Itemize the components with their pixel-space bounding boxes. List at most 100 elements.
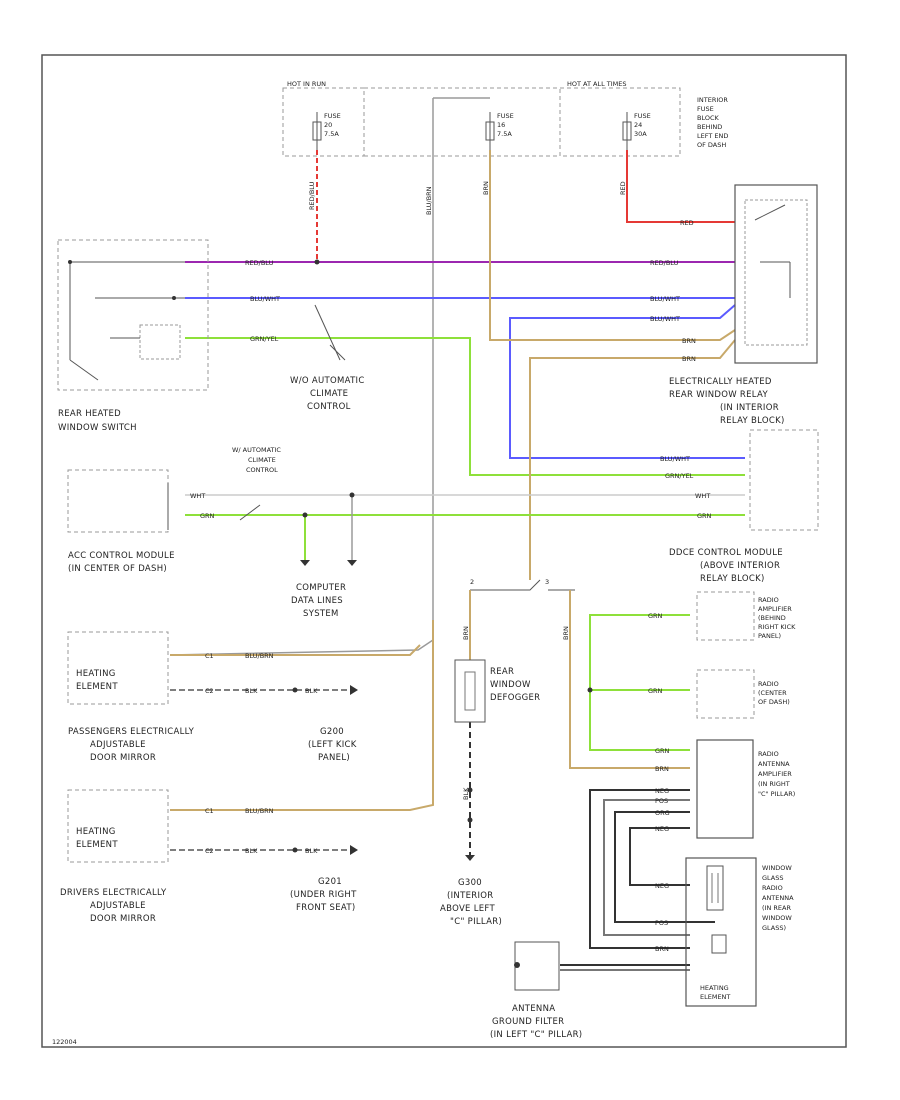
hot-all-times-label: HOT AT ALL TIMES bbox=[567, 80, 627, 88]
svg-text:CONTROL: CONTROL bbox=[246, 466, 278, 474]
footer-code: 122004 bbox=[52, 1038, 77, 1046]
rear-switch-label-1: REAR HEATED bbox=[58, 409, 121, 419]
svg-text:"C" PILLAR): "C" PILLAR) bbox=[758, 790, 795, 798]
heat-drv-label-2: ELEMENT bbox=[76, 840, 118, 850]
g300-ground: G300 (INTERIOR ABOVE LEFT "C" PILLAR) bbox=[440, 855, 502, 927]
antenna-ground-filter: ANTENNA GROUND FILTER (IN LEFT "C" PILLA… bbox=[490, 941, 582, 1040]
svg-text:OF DASH): OF DASH) bbox=[758, 698, 790, 706]
g200-ground: G200 (LEFT KICK PANEL) bbox=[308, 685, 358, 763]
svg-text:FUSE: FUSE bbox=[634, 112, 651, 120]
svg-text:FUSE: FUSE bbox=[324, 112, 341, 120]
wl-grn-4: GRN bbox=[655, 747, 670, 755]
svg-text:(CENTER: (CENTER bbox=[758, 689, 787, 697]
svg-text:LEFT END: LEFT END bbox=[697, 132, 728, 140]
relay-label: ELECTRICALLY HEATED REAR WINDOW RELAY (I… bbox=[669, 377, 784, 426]
diagram-border bbox=[41, 54, 847, 1048]
w-climate-label: W/ AUTOMATIC CLIMATE CONTROL bbox=[232, 446, 281, 474]
svg-text:"C" PILLAR): "C" PILLAR) bbox=[450, 917, 502, 927]
splice-dots bbox=[292, 259, 593, 853]
wl-blk-2: BLK bbox=[305, 687, 318, 695]
svg-text:(UNDER RIGHT: (UNDER RIGHT bbox=[290, 890, 357, 900]
wl-brn-ant-h: BRN bbox=[655, 765, 669, 773]
passenger-heating-element bbox=[67, 631, 169, 705]
conn-c2: C2 bbox=[205, 687, 214, 695]
wl-blk-4: BLK bbox=[305, 847, 318, 855]
svg-text:FUSE: FUSE bbox=[697, 105, 714, 113]
wl-grn-yel-2: GRN/YEL bbox=[665, 472, 694, 480]
svg-text:RADIO: RADIO bbox=[758, 680, 779, 688]
fuse-block-label: INTERIOR FUSE BLOCK BEHIND LEFT END OF D… bbox=[697, 96, 728, 149]
wl-brn-def: BRN bbox=[462, 626, 470, 640]
svg-text:CLIMATE: CLIMATE bbox=[248, 456, 276, 464]
radio-amplifier bbox=[696, 591, 755, 641]
hot-in-run-box bbox=[282, 87, 365, 157]
g201-ground: G201 (UNDER RIGHT FRONT SEAT) bbox=[290, 845, 358, 913]
svg-text:(IN INTERIOR: (IN INTERIOR bbox=[720, 403, 779, 413]
svg-text:WINDOW: WINDOW bbox=[762, 864, 792, 872]
wl-brn-1: BRN bbox=[682, 337, 696, 345]
wl-wht-acc: WHT bbox=[190, 492, 205, 500]
conn-c1b: C1 bbox=[205, 807, 214, 815]
wl-blu-brn-2: BLU/BRN bbox=[245, 807, 274, 815]
heated-window-relay bbox=[734, 184, 818, 364]
svg-text:(IN LEFT "C" PILLAR): (IN LEFT "C" PILLAR) bbox=[490, 1030, 582, 1040]
ddce-label-1: DDCE CONTROL MODULE bbox=[669, 548, 783, 558]
svg-text:G300: G300 bbox=[458, 878, 482, 888]
wl-org: ORG bbox=[655, 809, 670, 817]
acc-module-label-2: (IN CENTER OF DASH) bbox=[68, 564, 167, 574]
heating-element-label-2: ELEMENT bbox=[700, 993, 730, 1001]
wl-blu-wht-4: BLU/WHT bbox=[660, 455, 690, 463]
driver-heating-element bbox=[67, 789, 169, 863]
wl-brn-ant: BRN bbox=[562, 626, 570, 640]
wl-blu-wht: BLU/WHT bbox=[250, 295, 280, 303]
fuse-16: FUSE 16 7.5A bbox=[485, 112, 514, 150]
wire-neg-pos bbox=[589, 789, 690, 949]
svg-text:ANTENNA: ANTENNA bbox=[762, 894, 794, 902]
window-glass-antenna bbox=[685, 857, 757, 1007]
svg-text:AMPLIFIER: AMPLIFIER bbox=[758, 605, 792, 613]
wl-red-blu-v: RED/BLU bbox=[308, 181, 316, 210]
svg-text:G201: G201 bbox=[318, 877, 342, 887]
svg-text:PANEL): PANEL) bbox=[318, 753, 350, 763]
svg-text:COMPUTER: COMPUTER bbox=[296, 583, 346, 593]
svg-text:G200: G200 bbox=[320, 727, 344, 737]
svg-text:(IN RIGHT: (IN RIGHT bbox=[758, 780, 790, 788]
svg-text:16: 16 bbox=[497, 121, 505, 129]
wl-grn-3: GRN bbox=[648, 687, 663, 695]
svg-text:RADIO: RADIO bbox=[762, 884, 783, 892]
svg-text:OF DASH: OF DASH bbox=[697, 141, 726, 149]
wl-grn-2: GRN bbox=[648, 612, 663, 620]
svg-text:ADJUSTABLE: ADJUSTABLE bbox=[90, 901, 146, 911]
heat-pass-label-1: HEATING bbox=[76, 669, 116, 679]
svg-text:7.5A: 7.5A bbox=[324, 130, 339, 138]
svg-text:(IN REAR: (IN REAR bbox=[762, 904, 791, 912]
svg-text:DATA LINES: DATA LINES bbox=[291, 596, 343, 606]
svg-text:BEHIND: BEHIND bbox=[697, 123, 722, 131]
wl-red: RED bbox=[680, 219, 694, 227]
ddce-label-3: RELAY BLOCK) bbox=[700, 574, 765, 584]
wl-blu-brn: BLU/BRN bbox=[245, 652, 274, 660]
svg-text:24: 24 bbox=[634, 121, 642, 129]
svg-text:DOOR MIRROR: DOOR MIRROR bbox=[90, 914, 156, 924]
window-glass-label: WINDOW GLASS RADIO ANTENNA (IN REAR WIND… bbox=[762, 864, 794, 932]
svg-text:CONTROL: CONTROL bbox=[307, 402, 351, 412]
wl-pos: POS bbox=[655, 797, 668, 805]
svg-text:W/ AUTOMATIC: W/ AUTOMATIC bbox=[232, 446, 281, 454]
wl-blu-brn-v: BLU/BRN bbox=[425, 186, 433, 215]
svg-text:RADIO: RADIO bbox=[758, 750, 779, 758]
radio-label: RADIO (CENTER OF DASH) bbox=[758, 680, 790, 706]
ddce-label-2: (ABOVE INTERIOR bbox=[700, 561, 780, 571]
svg-text:REAR WINDOW RELAY: REAR WINDOW RELAY bbox=[669, 390, 768, 400]
wl-blu-wht-3: BLU/WHT bbox=[650, 315, 680, 323]
wl-red-v: RED bbox=[619, 181, 627, 195]
svg-text:RADIO: RADIO bbox=[758, 596, 779, 604]
fuse-24: FUSE 24 30A bbox=[622, 112, 651, 150]
heat-pass-label-2: ELEMENT bbox=[76, 682, 118, 692]
wl-pos-2: POS bbox=[655, 919, 668, 927]
svg-text:WINDOW: WINDOW bbox=[762, 914, 792, 922]
wl-blu-wht-2: BLU/WHT bbox=[650, 295, 680, 303]
svg-text:SYSTEM: SYSTEM bbox=[303, 609, 339, 619]
radio-antenna-amplifier bbox=[696, 739, 754, 839]
heat-drv-label-1: HEATING bbox=[76, 827, 116, 837]
svg-text:20: 20 bbox=[324, 121, 332, 129]
